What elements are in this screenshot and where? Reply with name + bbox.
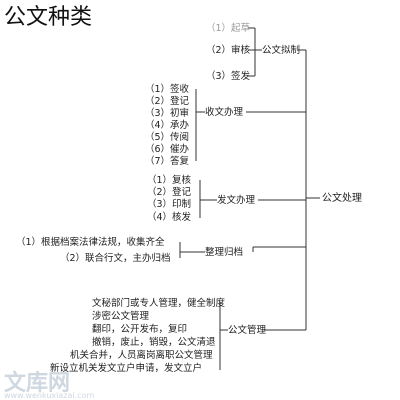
page-title: 公文种类	[4, 5, 93, 30]
branch-2-item: （4）承办	[145, 119, 190, 131]
branch-5-item: 涉密公文管理	[92, 310, 150, 322]
branch-3-item: （1）复核	[147, 174, 192, 186]
branch-label-5: 公文管理	[228, 324, 267, 336]
watermark-url: www.wenkuxiazai.com	[4, 391, 94, 400]
branch-2-item: （3）初审	[145, 107, 189, 119]
branch-label-2: 收文办理	[205, 106, 244, 118]
branch-3-item: （2）登记	[147, 186, 192, 198]
branch-5-item: 新设立机关发文立户申请，发文立户	[50, 362, 202, 374]
branch-2-item: （2）登记	[145, 95, 190, 107]
branch-5-item: 翻印，公开发布，复印	[92, 323, 187, 335]
branch-3-item: （4）核发	[147, 211, 192, 223]
watermark: 文库网	[4, 370, 70, 396]
branch-2-item: （1）签收	[145, 83, 190, 95]
branch-5-item: 机关合并，人员离岗离职公文管理	[70, 349, 213, 361]
branch-5-item: 文秘部门或专人管理，健全制度	[92, 297, 226, 309]
branch-label-4: 整理归档	[205, 246, 243, 258]
root-node: 公文处理	[322, 191, 362, 204]
branch-4-item: （1）根据档案法律法规，收集齐全	[16, 236, 165, 248]
branch-4-item: （2）联合行文，主办归档	[60, 252, 171, 264]
branch-3-item: （3）印制	[147, 198, 191, 210]
branch-label-1: 公文拟制	[262, 44, 300, 56]
branch-2-item: （6）催办	[145, 143, 190, 155]
branch-5-item: 撤销，废止，销毁，公文清退	[92, 336, 216, 348]
branch-2-item: （7）答复	[145, 155, 190, 167]
branch-label-3: 发文办理	[217, 194, 256, 206]
branch-1-item: （1）起草	[206, 22, 250, 34]
branch-1-item: （3）签发	[206, 70, 251, 82]
branch-1-item: （2）审核	[206, 44, 251, 56]
branch-2-item: （5）传阅	[145, 131, 189, 143]
